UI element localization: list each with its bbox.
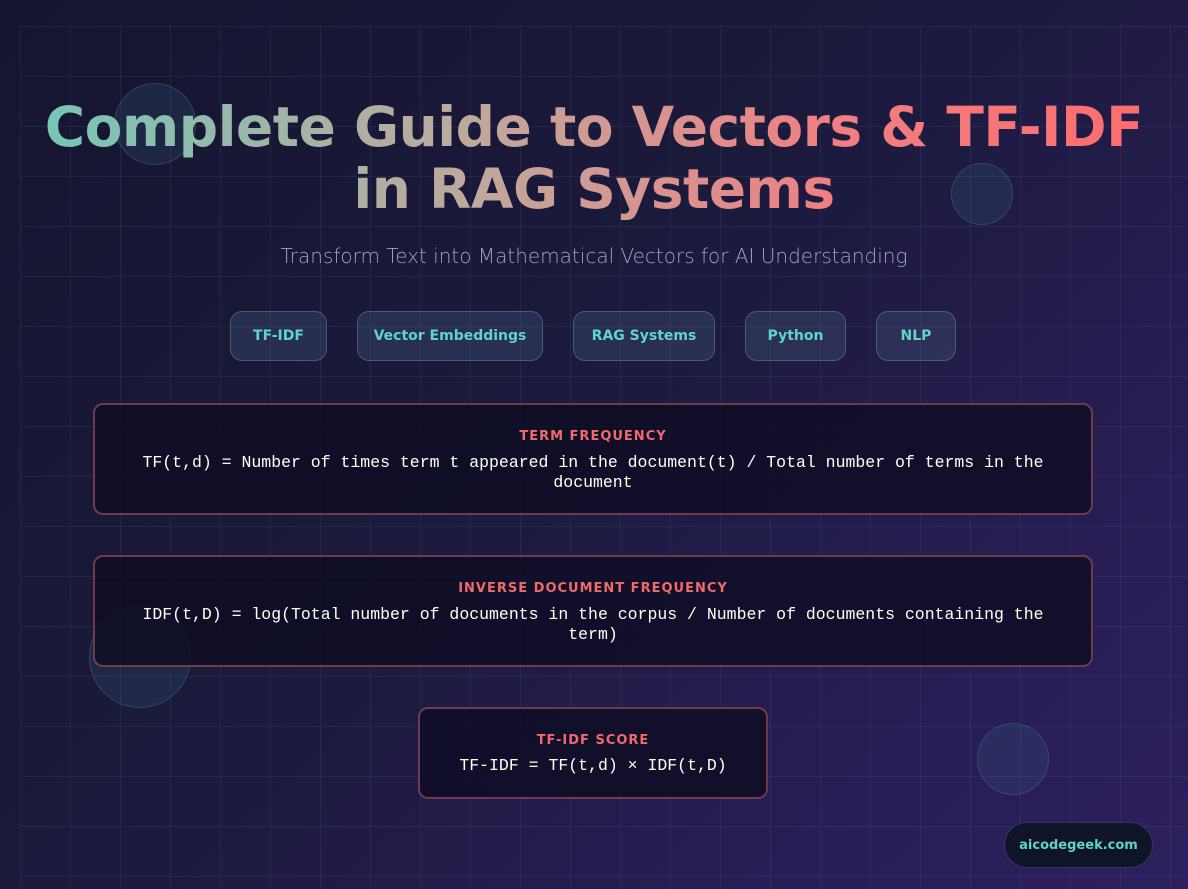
page-title: Complete Guide to Vectors & TF-IDF in RA…	[0, 96, 1188, 220]
tag-tf-idf[interactable]: TF-IDF	[230, 311, 327, 361]
tag-list: TF-IDF Vector Embeddings RAG Systems Pyt…	[0, 311, 1188, 363]
card-formula: TF-IDF = TF(t,d) × IDF(t,D)	[459, 756, 727, 775]
card-label: INVERSE DOCUMENT FREQUENCY	[458, 581, 728, 596]
decorative-circle	[951, 163, 1013, 225]
tag-vector-embeddings[interactable]: Vector Embeddings	[357, 311, 543, 361]
decorative-circle	[977, 723, 1049, 795]
site-link[interactable]: aicodegeek.com	[1004, 822, 1153, 868]
tf-idf-score-card: TF-IDF SCORE TF-IDF = TF(t,d) × IDF(t,D)	[418, 707, 768, 799]
decorative-circle	[114, 83, 196, 165]
tag-nlp[interactable]: NLP	[876, 311, 956, 361]
term-frequency-card: TERM FREQUENCY TF(t,d) = Number of times…	[93, 403, 1093, 515]
page-subtitle: Transform Text into Mathematical Vectors…	[280, 244, 908, 268]
title-line-2: in RAG Systems	[353, 157, 835, 221]
card-formula: IDF(t,D) = log(Total number of documents…	[142, 605, 1044, 644]
title-line-1: Complete Guide to Vectors & TF-IDF	[44, 95, 1144, 159]
tag-python[interactable]: Python	[745, 311, 846, 361]
card-formula: TF(t,d) = Number of times term t appeare…	[142, 453, 1044, 492]
inverse-document-frequency-card: INVERSE DOCUMENT FREQUENCY IDF(t,D) = lo…	[93, 555, 1093, 667]
card-label: TERM FREQUENCY	[519, 429, 667, 444]
card-label: TF-IDF SCORE	[536, 733, 650, 748]
tag-rag-systems[interactable]: RAG Systems	[573, 311, 715, 361]
